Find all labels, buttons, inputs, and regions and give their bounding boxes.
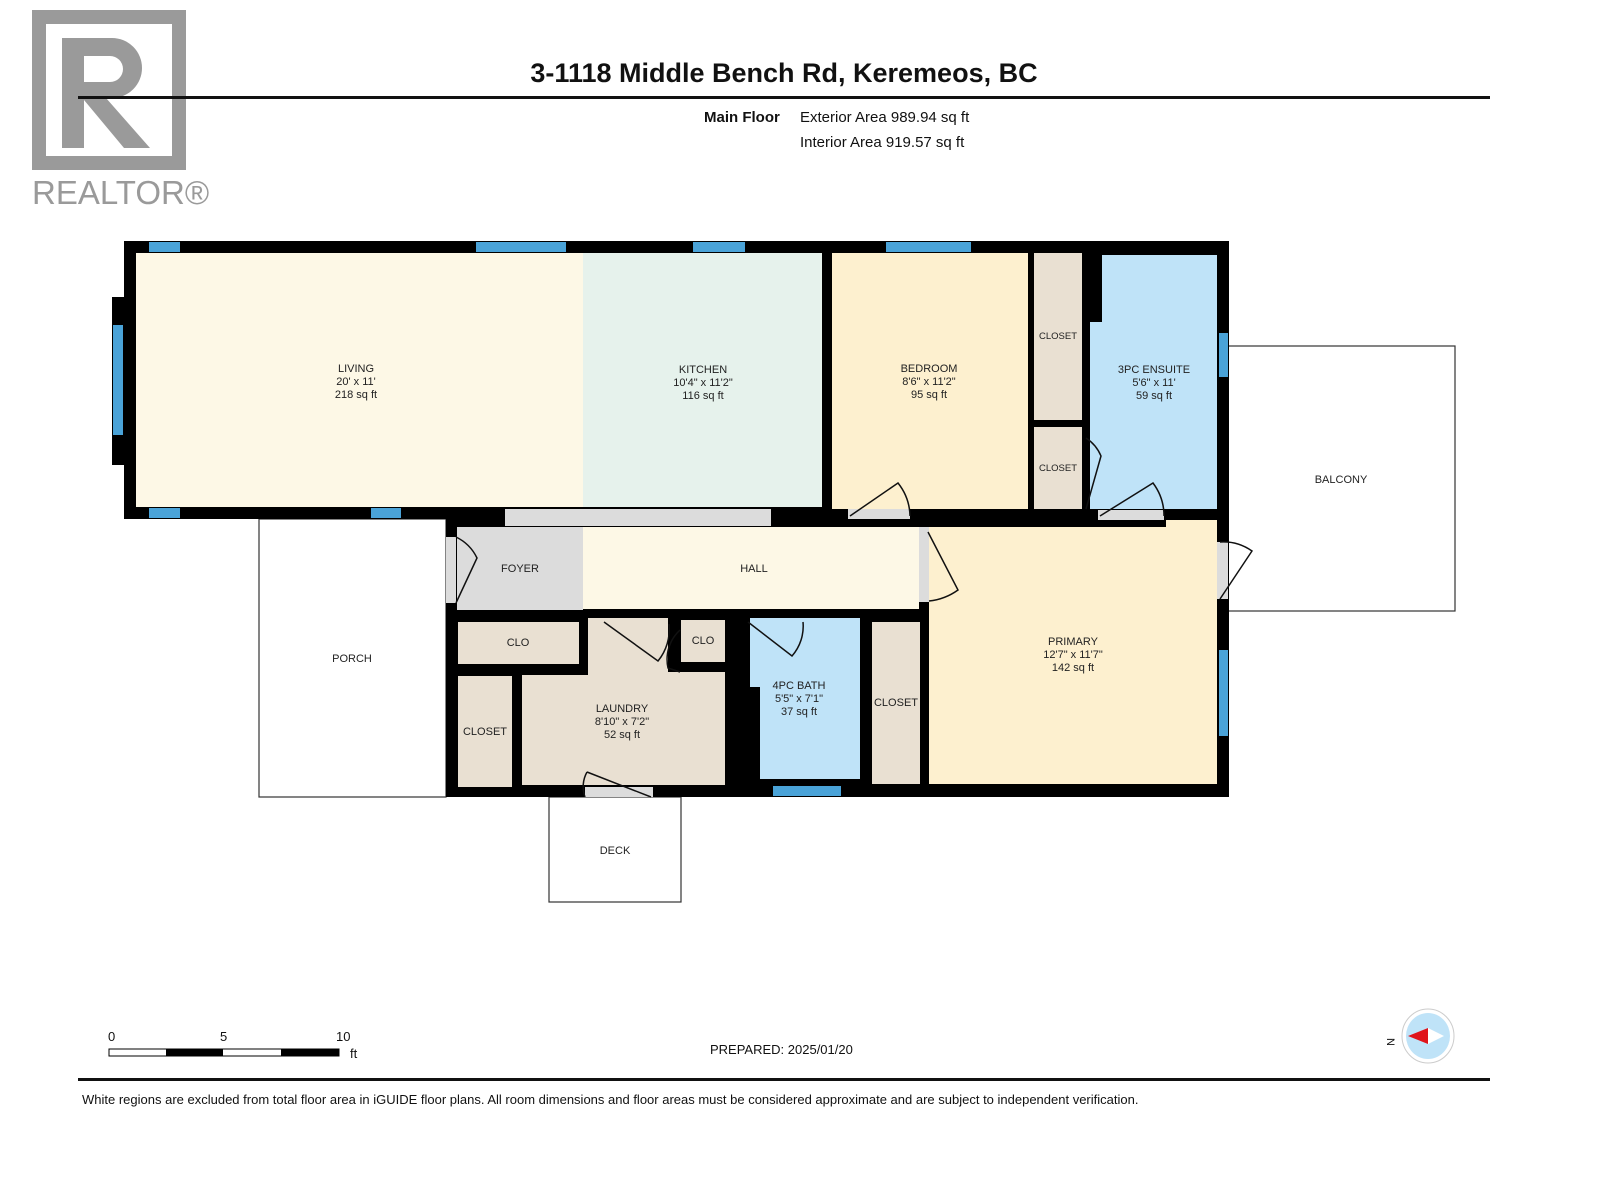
- svg-text:95 sq ft: 95 sq ft: [911, 389, 947, 401]
- deck-area: [548, 796, 682, 903]
- svg-text:LAUNDRY: LAUNDRY: [596, 703, 649, 715]
- opening-bedroom-door: [848, 509, 910, 519]
- svg-text:5'6" x 11': 5'6" x 11': [1132, 377, 1175, 389]
- balcony-area: [1227, 345, 1456, 612]
- svg-text:3PC ENSUITE: 3PC ENSUITE: [1118, 364, 1190, 376]
- svg-text:52 sq ft: 52 sq ft: [604, 729, 640, 741]
- interior-area: Interior Area 919.57 sq ft: [800, 134, 965, 151]
- svg-text:10: 10: [336, 1029, 350, 1044]
- page-title: 3-1118 Middle Bench Rd, Keremeos, BC: [530, 58, 1037, 88]
- prepared-date: PREPARED: 2025/01/20: [710, 1042, 853, 1057]
- svg-text:5'5" x 7'1": 5'5" x 7'1": [775, 693, 823, 705]
- svg-text:5: 5: [220, 1029, 227, 1044]
- svg-text:10'4" x 11'2": 10'4" x 11'2": [673, 377, 733, 389]
- realtor-logo-text: REALTOR®: [32, 174, 209, 211]
- exterior-area: Exterior Area 989.94 sq ft: [800, 109, 970, 126]
- svg-text:LIVING: LIVING: [338, 363, 374, 375]
- header-divider: [78, 96, 1490, 99]
- room-closet-bath: CLOSET: [874, 697, 918, 709]
- opening-primary-door: [919, 527, 929, 602]
- room-hall: HALL: [740, 563, 768, 575]
- room-foyer: FOYER: [501, 563, 539, 575]
- clo-right-room: [681, 620, 725, 662]
- room-porch: PORCH: [332, 653, 372, 665]
- opening-kitchen-hall: [505, 509, 771, 526]
- ensuite-room: [1090, 255, 1217, 509]
- svg-text:8'10" x 7'2": 8'10" x 7'2": [595, 716, 649, 728]
- porch-area: [258, 518, 447, 798]
- svg-text:218 sq ft: 218 sq ft: [335, 389, 377, 401]
- svg-text:59 sq ft: 59 sq ft: [1136, 390, 1172, 402]
- svg-text:142 sq ft: 142 sq ft: [1052, 662, 1094, 674]
- closet-mid-room: [1034, 427, 1082, 509]
- room-clo-right: CLO: [692, 635, 715, 647]
- room-closet-top: CLOSET: [1039, 331, 1077, 342]
- svg-text:37 sq ft: 37 sq ft: [781, 706, 817, 718]
- room-balcony: BALCONY: [1315, 474, 1368, 486]
- svg-text:0: 0: [108, 1029, 115, 1044]
- disclaimer: White regions are excluded from total fl…: [82, 1092, 1138, 1107]
- door-swings: [455, 437, 1254, 798]
- clo-left-room: [458, 622, 579, 664]
- room-closet-mid: CLOSET: [1039, 463, 1077, 474]
- closet-bath-room: [872, 622, 920, 784]
- svg-text:N: N: [1384, 1038, 1396, 1046]
- closet-left-room: [458, 676, 512, 787]
- svg-text:PRIMARY: PRIMARY: [1048, 636, 1099, 648]
- laundry-room: [522, 618, 725, 785]
- svg-text:8'6" x 11'2": 8'6" x 11'2": [902, 376, 955, 388]
- room-clo-left: CLO: [507, 637, 530, 649]
- room-deck: DECK: [600, 845, 631, 857]
- svg-text:4PC BATH: 4PC BATH: [773, 680, 826, 692]
- svg-text:12'7" x 11'7": 12'7" x 11'7": [1043, 649, 1103, 661]
- primary-room: [929, 520, 1217, 784]
- opening-ensuite-door: [1098, 510, 1164, 520]
- foyer-room: [457, 527, 583, 610]
- opening-balcony-door: [1217, 542, 1228, 599]
- bedroom-room: [832, 253, 1028, 509]
- living-room: [136, 253, 583, 507]
- hall-room: [583, 527, 919, 609]
- kitchen-room: [583, 253, 822, 507]
- svg-text:116 sq ft: 116 sq ft: [682, 390, 723, 402]
- compass-icon: N: [1384, 1008, 1455, 1064]
- floor-label: Main Floor: [704, 109, 780, 126]
- realtor-logo: REALTOR®: [32, 10, 209, 211]
- closet-top-room: [1034, 253, 1082, 420]
- windows: [113, 242, 1228, 796]
- opening-front-door: [446, 537, 456, 603]
- svg-text:BEDROOM: BEDROOM: [901, 363, 958, 375]
- room-closet-left: CLOSET: [463, 726, 507, 738]
- scale-bar: 0 5 10 ft: [108, 1029, 358, 1061]
- svg-text:ft: ft: [350, 1046, 358, 1061]
- footer-divider: [78, 1078, 1490, 1081]
- bath-room: [750, 618, 860, 779]
- svg-text:20' x 11': 20' x 11': [336, 376, 375, 388]
- svg-text:KITCHEN: KITCHEN: [679, 364, 727, 376]
- opening-deck-door: [585, 787, 653, 797]
